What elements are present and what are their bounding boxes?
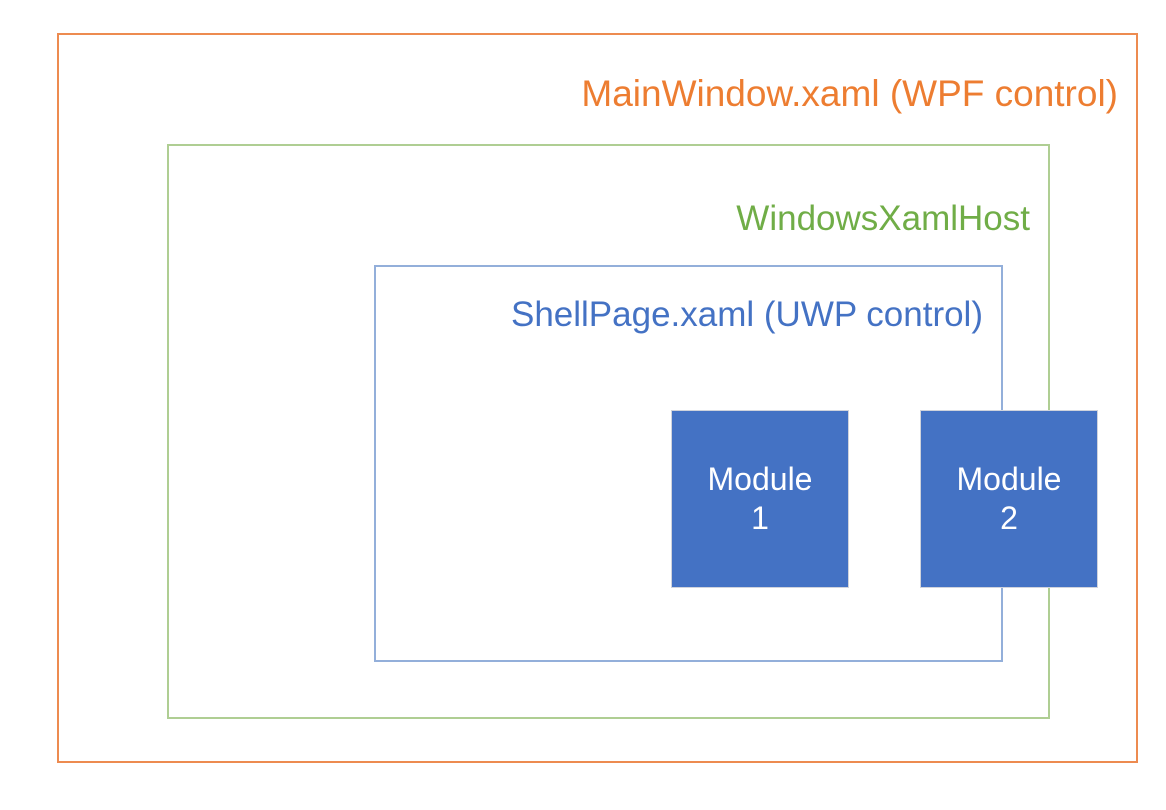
modules-row: Module 1 Module 2	[376, 410, 1098, 590]
module-box-1-label: Module 1	[707, 460, 813, 536]
layer-label-shellpage-uwp: ShellPage.xaml (UWP control)	[510, 295, 983, 334]
layer-windowsxamlhost: WindowsXamlHost ShellPage.xaml (UWP cont…	[167, 144, 1098, 719]
layer-label-mainwindow-wpf: MainWindow.xaml (WPF control)	[581, 73, 1118, 114]
module-box-2: Module 2	[920, 410, 1098, 588]
module-box-1: Module 1	[671, 410, 849, 588]
layer-label-windowsxamlhost: WindowsXamlHost	[736, 199, 1030, 238]
layer-mainwindow-wpf: MainWindow.xaml (WPF control) WindowsXam…	[57, 33, 1138, 763]
module-box-2-label: Module 2	[956, 460, 1062, 536]
layer-shellpage-uwp: ShellPage.xaml (UWP control) Module 1 Mo…	[374, 265, 1098, 662]
